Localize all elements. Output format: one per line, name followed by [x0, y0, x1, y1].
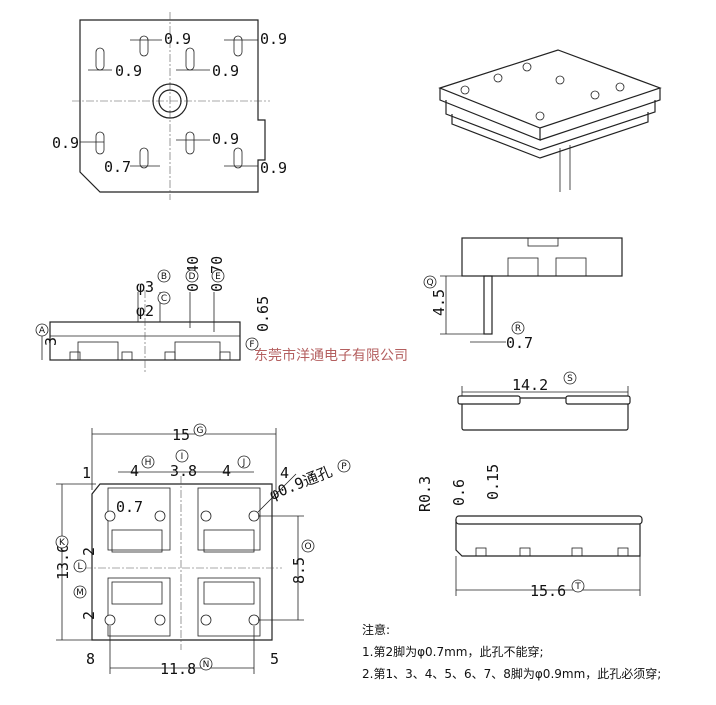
label-N: N [203, 660, 210, 670]
label-K: K [59, 538, 66, 548]
dim-2-upper: 2 [80, 547, 98, 556]
label-A: A [39, 326, 46, 336]
label-L: L [77, 562, 82, 572]
dim-0.15: 0.15 [484, 464, 502, 500]
dim-8.5: 8.5 [290, 557, 308, 584]
label-B: B [161, 272, 167, 282]
dim-top-0.9-e: 0.9 [52, 134, 79, 152]
bottom-view: 15 4 3.8 4 φ0.9通孔 0.7 13.6 2 2 [54, 426, 335, 678]
dim-4.5: 4.5 [430, 289, 448, 316]
pin-4: 4 [280, 464, 289, 482]
front-view: 14.2 [457, 376, 631, 431]
dim-0.7-pin: 0.7 [506, 334, 533, 352]
label-F: F [249, 340, 254, 350]
dim-0.9-through-hole: φ0.9通孔 [267, 462, 335, 503]
dim-15.6: 15.6 [530, 582, 566, 600]
label-S: S [567, 374, 573, 384]
pin-8: 8 [86, 650, 95, 668]
watermark-company: 东莞市洋通电子有限公司 [254, 347, 408, 364]
label-C: C [161, 294, 167, 304]
label-G: G [197, 426, 204, 436]
isometric-view [438, 49, 662, 192]
dim-top-0.9-g: 0.9 [260, 159, 287, 177]
dim-11.8: 11.8 [160, 660, 196, 678]
dim-0.65: 0.65 [254, 296, 272, 332]
label-O: O [304, 542, 311, 552]
label-P: P [341, 462, 347, 472]
reference-labels: A B C D E F G H I J K L M N O P Q R S [35, 269, 585, 671]
dim-3.8: 3.8 [170, 462, 197, 480]
dim-4-left: 4 [130, 462, 139, 480]
label-E: E [215, 272, 221, 282]
dim-top-0.9-b: 0.9 [260, 30, 287, 48]
notes-heading: 注意: [362, 622, 390, 637]
dim-R0.3: R0.3 [416, 476, 434, 512]
dim-4-right: 4 [222, 462, 231, 480]
dim-0.7-hole: 0.7 [116, 498, 143, 516]
label-M: M [76, 588, 84, 598]
dim-top-0.9-d: 0.9 [212, 62, 239, 80]
dim-top-0.7: 0.7 [104, 158, 131, 176]
pin-1: 1 [82, 464, 91, 482]
notes-line-2: 2.第1、3、4、5、6、7、8脚为φ0.9mm，此孔必须穿; [362, 666, 661, 681]
dim-2-lower: 2 [80, 611, 98, 620]
dim-top-0.9-f: 0.9 [212, 130, 239, 148]
label-D: D [189, 272, 196, 282]
top-view: 0.9 0.9 0.9 0.9 0.9 0.9 0.7 0.9 [52, 12, 287, 200]
dim-0.6: 0.6 [450, 479, 468, 506]
dim-3: 3 [42, 337, 60, 346]
dim-phi3: φ3 [136, 278, 154, 296]
pin-5: 5 [270, 650, 279, 668]
dim-phi2: φ2 [136, 302, 154, 320]
dim-15: 15 [172, 426, 190, 444]
label-Q: Q [426, 278, 433, 288]
dim-top-0.9-a: 0.9 [164, 30, 191, 48]
side-view-right: 4.5 0.7 [430, 237, 623, 352]
dim-top-0.9-c: 0.9 [115, 62, 142, 80]
notes-line-1: 1.第2脚为φ0.7mm，此孔不能穿; [362, 644, 544, 659]
label-H: H [145, 458, 152, 468]
profile-view: 15.6 R0.3 0.6 0.15 [416, 464, 643, 600]
dim-13.6: 13.6 [54, 544, 72, 580]
label-T: T [574, 582, 581, 592]
label-R: R [515, 324, 521, 334]
label-I: I [181, 452, 184, 462]
notes: 注意: 1.第2脚为φ0.7mm，此孔不能穿; 2.第1、3、4、5、6、7、8… [362, 622, 661, 681]
label-J: J [242, 458, 246, 468]
side-view-left: φ3 φ2 0.40 0.70 0.65 3 [41, 256, 272, 372]
dim-14.2: 14.2 [512, 376, 548, 394]
